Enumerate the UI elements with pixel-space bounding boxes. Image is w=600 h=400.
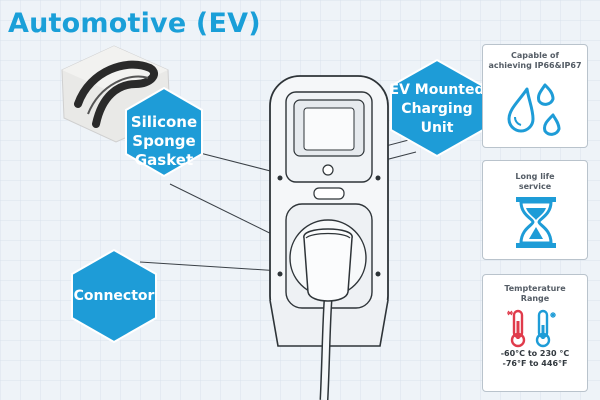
connector-hexagon xyxy=(71,248,157,344)
unit-label: EV Mounted Charging Unit xyxy=(389,81,485,136)
charging-unit xyxy=(269,75,389,347)
page-title: Automotive (EV) xyxy=(8,8,261,39)
connector-plug xyxy=(303,228,353,400)
temperature-range-text: -60°C to 230 °C -76°F to 446°F xyxy=(500,349,570,368)
water-drops-icon xyxy=(507,83,561,136)
thermometer-icon xyxy=(507,309,556,348)
feature-card-temperature: Tempterature Range -60°C to 230 °C -76°F… xyxy=(482,274,588,392)
hourglass-icon xyxy=(516,197,556,248)
feature-card-long-life: Long life service xyxy=(482,160,588,260)
gasket-label: Silicone Sponge Gasket xyxy=(130,112,198,169)
gasket-sample-image xyxy=(61,45,171,143)
ip-rating-caption: Capable of achieving IP66&IP67 xyxy=(488,51,582,70)
long-life-caption: Long life service xyxy=(515,172,555,191)
gasket-hexagon xyxy=(125,86,203,178)
connector-label: Connector xyxy=(73,288,155,304)
temperature-caption: Tempterature Range xyxy=(504,284,566,303)
feature-card-ip-rating: Capable of achieving IP66&IP67 xyxy=(482,44,588,148)
